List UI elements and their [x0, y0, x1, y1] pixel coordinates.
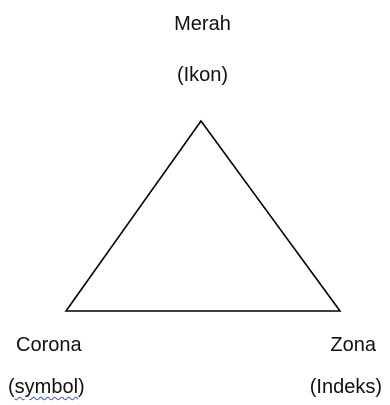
bottom-right-vertex-subtitle: (Indeks) — [309, 376, 382, 398]
top-vertex-title: Merah — [174, 13, 231, 35]
top-vertex-subtitle: (Ikon) — [176, 64, 229, 86]
triangle-shape — [64, 119, 342, 312]
bottom-left-vertex-subtitle: (symbol) — [8, 376, 85, 398]
bottom-left-vertex-subtitle-word: symbol — [14, 376, 79, 398]
bottom-left-vertex-title: Corona — [16, 334, 82, 356]
bottom-right-vertex-title: Zona — [330, 334, 376, 356]
